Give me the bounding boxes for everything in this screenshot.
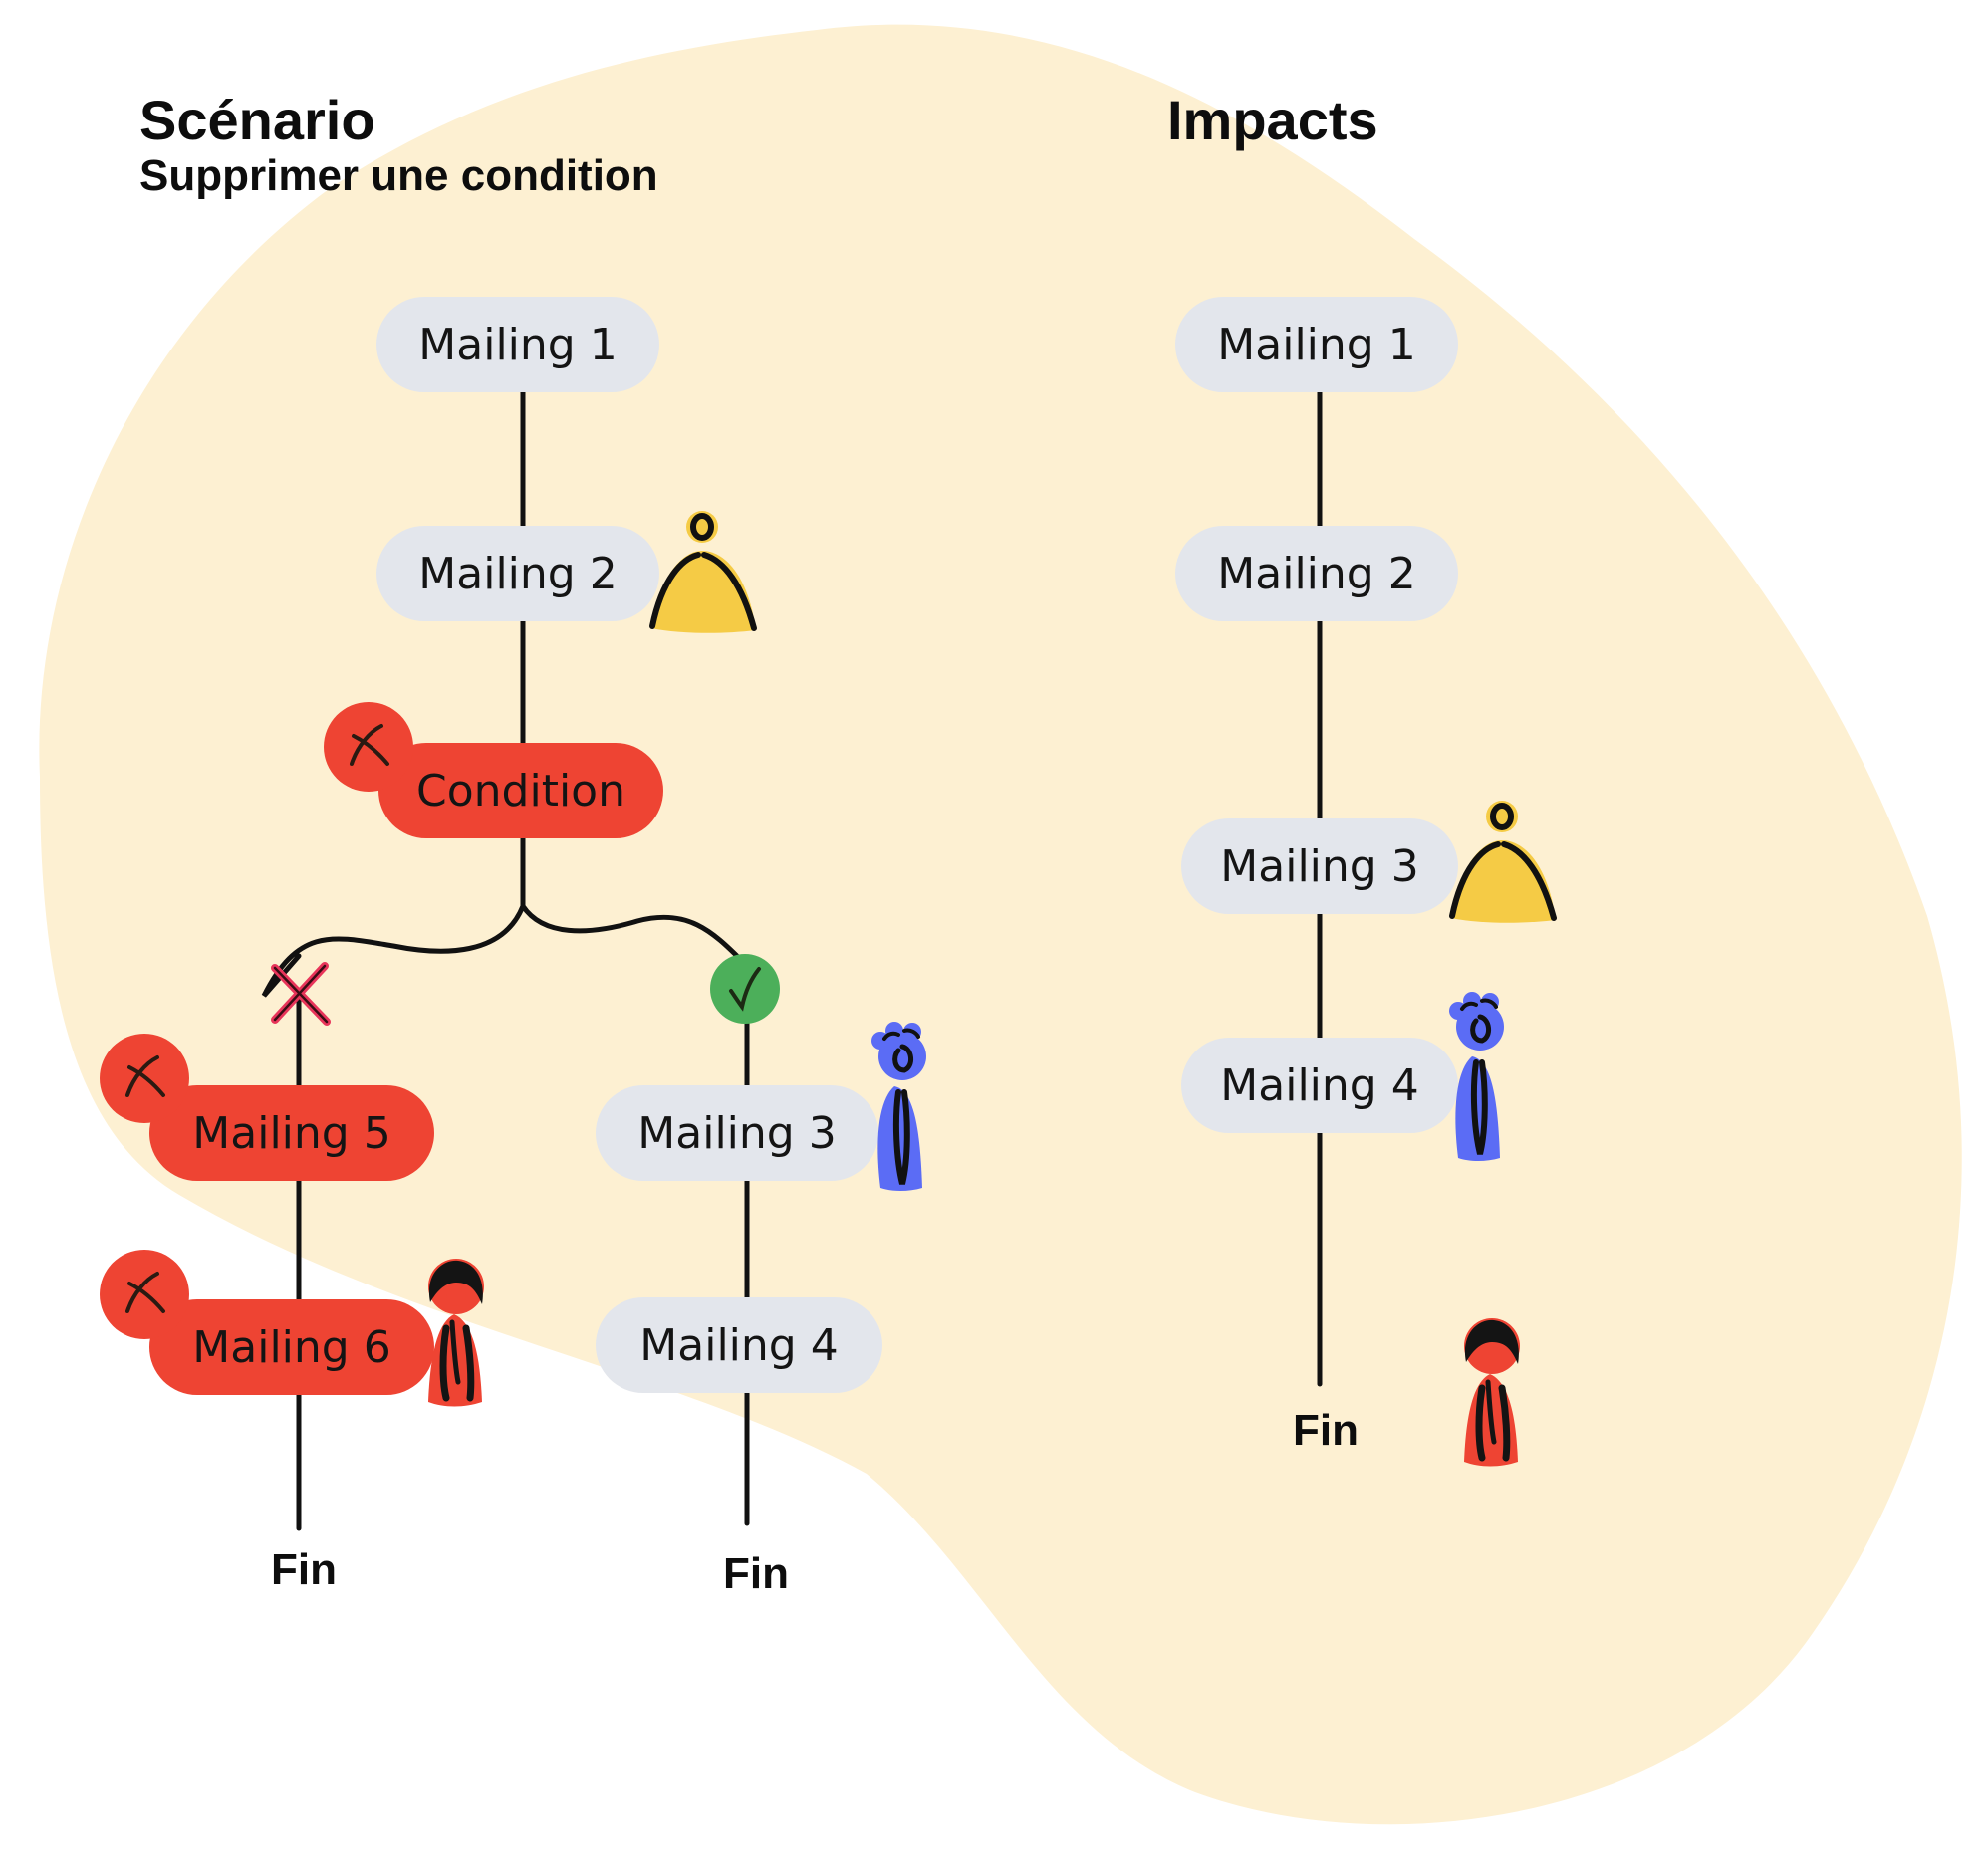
- person-red-impacts: [1452, 1312, 1530, 1472]
- cross-badge-icon: [350, 724, 389, 766]
- person-blue-scenario: [865, 1021, 936, 1195]
- person-red-scenario: [416, 1253, 494, 1412]
- cross-badge-icon: [125, 1272, 165, 1313]
- scenario-node-condition: Condition: [378, 743, 663, 838]
- cross-icon: [271, 962, 331, 1026]
- branch-curve-right: [520, 903, 745, 964]
- person-blue-icon: [871, 1022, 926, 1191]
- cross-badge-icon: [125, 1055, 165, 1097]
- scenario-node-mailing-2: Mailing 2: [376, 526, 659, 621]
- scenario-node-mailing-1: Mailing 1: [376, 297, 659, 392]
- mailing5-deleted-badge: [100, 1034, 189, 1123]
- condition-deleted-badge: [324, 702, 413, 792]
- impacts-end: Fin: [1293, 1406, 1359, 1455]
- check-icon: [710, 954, 780, 1024]
- person-yellow-icon: [649, 511, 757, 633]
- yes-branch-marker: [707, 951, 783, 1027]
- scenario-end-left: Fin: [271, 1545, 337, 1594]
- person-red-icon: [428, 1259, 484, 1407]
- no-branch-marker: [261, 954, 341, 1034]
- person-yellow-scenario: [642, 503, 762, 637]
- scenario-node-mailing-5: Mailing 5: [149, 1085, 434, 1181]
- scenario-node-mailing-6: Mailing 6: [149, 1299, 434, 1395]
- branch-curve-left: [261, 903, 526, 998]
- scenario-subtitle: Supprimer une condition: [139, 151, 658, 200]
- scenario-node-mailing-4: Mailing 4: [596, 1297, 882, 1393]
- person-yellow-icon: [1449, 801, 1557, 923]
- impacts-node-mailing-1: Mailing 1: [1175, 297, 1458, 392]
- mailing6-deleted-badge: [100, 1250, 189, 1339]
- impacts-node-mailing-2: Mailing 2: [1175, 526, 1458, 621]
- person-red-icon: [1464, 1318, 1520, 1467]
- person-yellow-impacts: [1442, 793, 1562, 927]
- impacts-node-mailing-3: Mailing 3: [1181, 818, 1458, 914]
- person-blue-impacts: [1442, 991, 1514, 1165]
- impacts-node-mailing-4: Mailing 4: [1181, 1038, 1458, 1133]
- background-blob-shape: [39, 24, 1962, 1825]
- impacts-title: Impacts: [1167, 89, 1378, 151]
- person-blue-icon: [1449, 992, 1504, 1161]
- scenario-title: Scénario: [139, 89, 375, 151]
- scenario-end-right: Fin: [723, 1549, 789, 1598]
- scenario-node-mailing-3: Mailing 3: [596, 1085, 878, 1181]
